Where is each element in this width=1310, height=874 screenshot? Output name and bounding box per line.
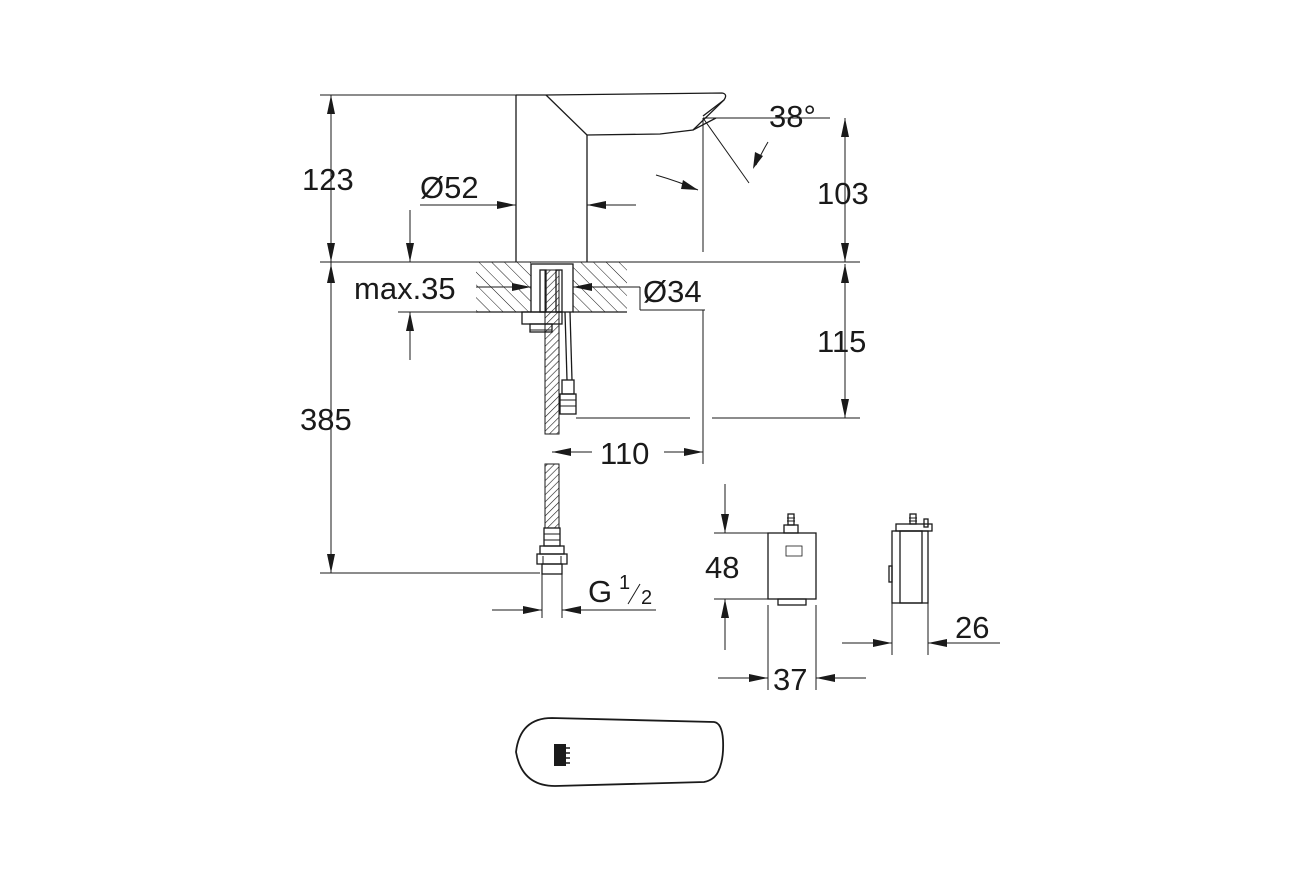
dimension-body-diameter [420, 201, 636, 209]
dimension-box-width [718, 605, 866, 690]
dimension-hole-diameter [476, 283, 705, 311]
hose-upper [544, 269, 560, 435]
label-box-depth: 26 [955, 610, 989, 645]
sensor-cable [559, 311, 690, 419]
label-thread-denominator: 2 [641, 587, 652, 609]
label-hose-length: 385 [300, 402, 352, 437]
label-height-total: 123 [302, 162, 354, 197]
sensor-window-icon [554, 744, 566, 766]
hose-lower [536, 463, 568, 618]
grohe-logo-icon [785, 545, 803, 557]
dimension-right-vertical [712, 118, 860, 419]
label-below-deck-depth: 115 [817, 324, 866, 359]
label-connection-thread: G [588, 574, 612, 609]
dimension-deck-thickness [406, 210, 414, 360]
dimension-connection [492, 606, 656, 614]
spray-angle-lines [655, 117, 830, 252]
faucet-body [515, 92, 727, 262]
label-max-deck-thickness: max.35 [354, 271, 456, 306]
label-projection: 110 [600, 436, 649, 471]
dimension-box-height [714, 484, 768, 650]
dimension-projection [552, 310, 704, 464]
dimension-box-depth [842, 639, 1000, 647]
label-spray-angle: 38° [769, 99, 816, 134]
spout-top-view [515, 717, 725, 787]
control-box-front [767, 513, 817, 606]
label-body-diameter: Ø52 [420, 170, 479, 205]
control-box-side [888, 513, 933, 655]
label-spout-height: 103 [817, 176, 869, 211]
dimension-left-vertical [320, 94, 540, 574]
label-hole-diameter: Ø34 [643, 274, 702, 309]
label-box-width: 37 [773, 662, 807, 697]
label-box-height: 48 [705, 550, 739, 585]
label-thread-numerator: 1 [619, 572, 630, 594]
